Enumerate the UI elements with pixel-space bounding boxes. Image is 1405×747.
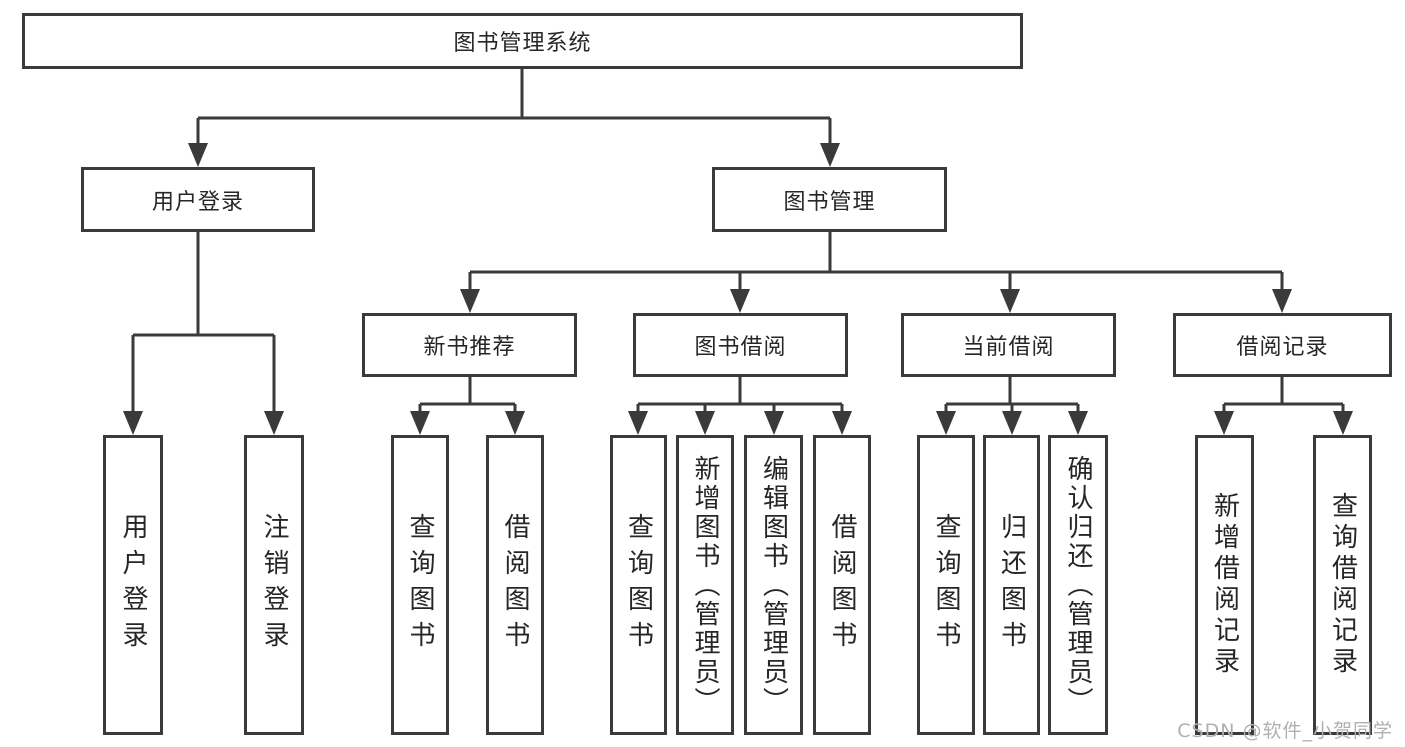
leaf-label: 用户登录 (118, 513, 148, 657)
leaf-edit-book-admin: 编辑图书（管理员） (744, 435, 803, 735)
node-user-login-label: 用户登录 (151, 189, 244, 215)
leaf-query-books-1: 查询图书 (391, 435, 449, 735)
leaf-label: 确认归还（管理员） (1063, 454, 1093, 716)
leaf-add-borrow-record: 新增借阅记录 (1195, 435, 1254, 735)
node-user-login: 用户登录 (81, 167, 315, 232)
leaf-label: 新增借阅记录 (1209, 492, 1240, 678)
leaf-label: 归还图书 (996, 513, 1027, 657)
node-book-borrow-label: 图书借阅 (694, 335, 787, 360)
leaf-label: 借阅图书 (827, 513, 857, 657)
node-book-borrow: 图书借阅 (633, 313, 848, 377)
arrowhead-icons (123, 143, 1353, 435)
node-root-label: 图书管理系统 (453, 31, 592, 56)
leaf-label: 编辑图书（管理员） (758, 454, 789, 716)
node-borrow-records: 借阅记录 (1173, 313, 1392, 377)
leaf-query-books-2: 查询图书 (610, 435, 667, 735)
leaf-label: 注销登录 (259, 513, 289, 657)
node-book-management-label: 图书管理 (783, 189, 876, 215)
leaf-add-book-admin: 新增图书（管理员） (676, 435, 734, 735)
leaf-return-book: 归还图书 (983, 435, 1040, 735)
node-book-management: 图书管理 (712, 167, 947, 232)
leaf-query-borrow-record: 查询借阅记录 (1313, 435, 1372, 735)
node-new-book-recommend: 新书推荐 (362, 313, 577, 377)
leaf-label: 借阅图书 (500, 513, 530, 657)
leaf-query-books-3: 查询图书 (917, 435, 975, 735)
leaf-label: 查询图书 (623, 513, 654, 657)
leaf-label: 查询图书 (931, 513, 961, 657)
leaf-borrow-books-1: 借阅图书 (486, 435, 544, 735)
node-current-borrow-label: 当前借阅 (962, 335, 1055, 360)
watermark: CSDN @软件_小贺同学 (1177, 720, 1393, 742)
leaf-confirm-return-admin: 确认归还（管理员） (1048, 435, 1108, 735)
leaf-borrow-books-2: 借阅图书 (813, 435, 871, 735)
node-new-book-recommend-label: 新书推荐 (423, 335, 516, 360)
leaf-label: 查询借阅记录 (1327, 492, 1358, 678)
leaf-user-login: 用户登录 (103, 435, 163, 735)
leaf-label: 新增图书（管理员） (690, 454, 720, 716)
node-borrow-records-label: 借阅记录 (1236, 335, 1329, 360)
node-current-borrow: 当前借阅 (901, 313, 1116, 377)
leaf-label: 查询图书 (405, 513, 435, 657)
node-root: 图书管理系统 (22, 13, 1023, 69)
leaf-logout: 注销登录 (244, 435, 304, 735)
